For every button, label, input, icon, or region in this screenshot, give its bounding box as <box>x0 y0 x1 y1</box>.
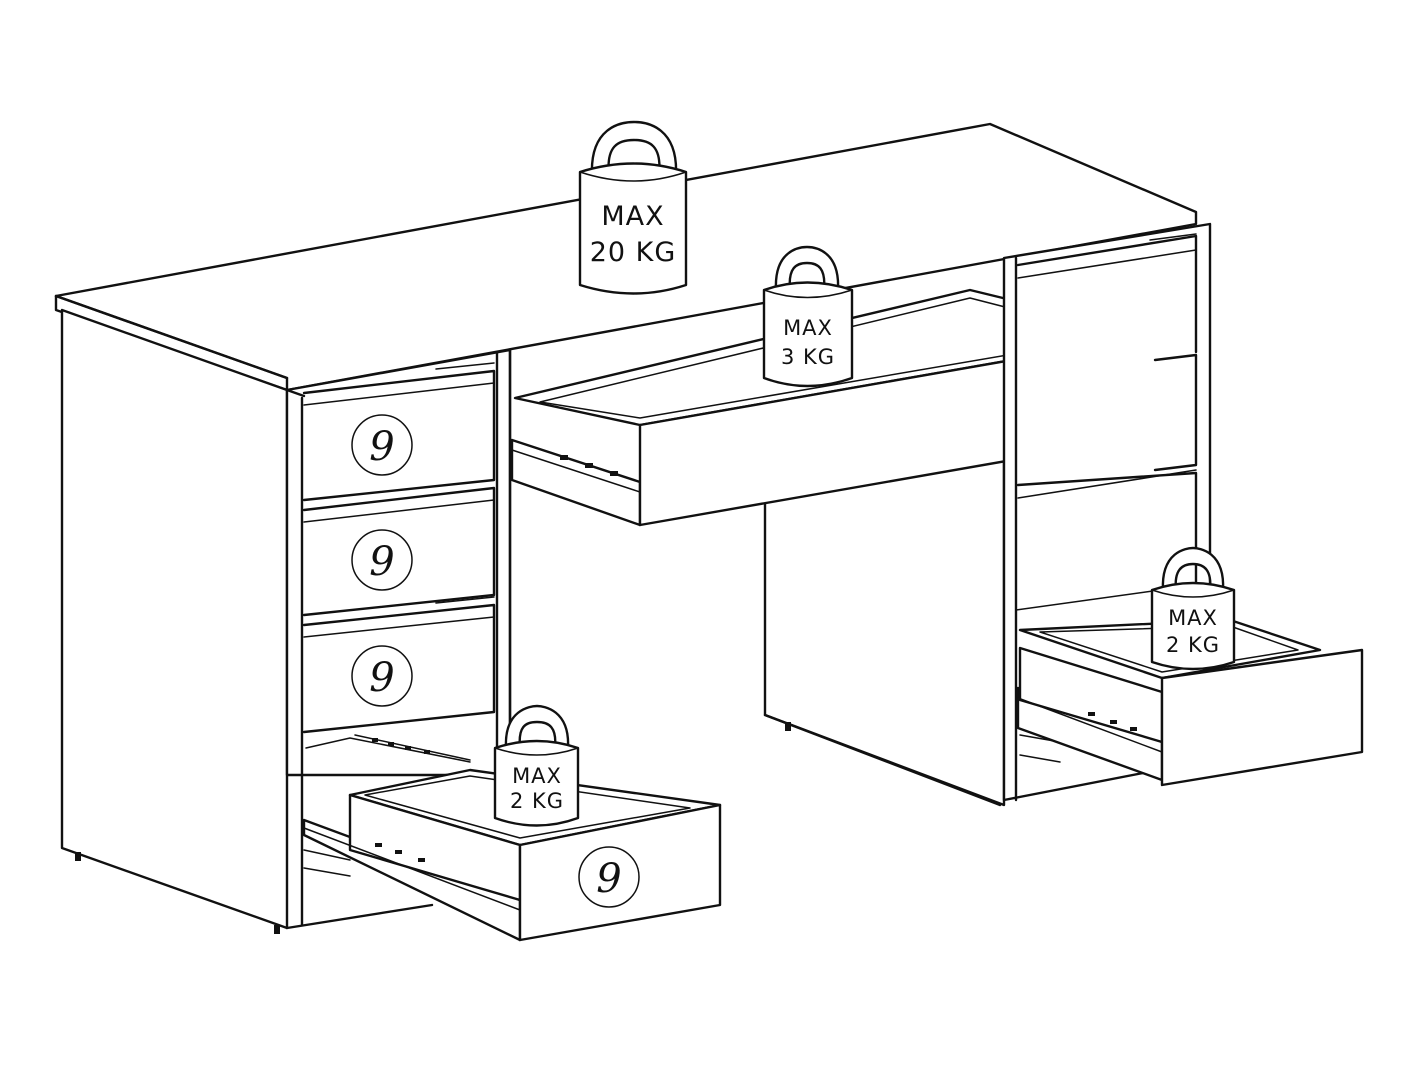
left-drawer-3: 9 <box>302 596 496 734</box>
weight-label-line2: 2 KG <box>510 789 564 813</box>
drawer-knob <box>351 414 413 476</box>
left-drawer-2: 9 <box>302 479 496 617</box>
weight-middle: MAX 3 KG <box>762 245 854 388</box>
drawer-knob <box>578 846 640 908</box>
left-pedestal <box>60 308 512 934</box>
weight-label-line2: 20 KG <box>590 237 677 268</box>
drawer-knob <box>351 529 413 591</box>
weight-label-line2: 2 KG <box>1166 633 1220 657</box>
drawer-knob <box>351 645 413 707</box>
weight-left-bottom: MAX 2 KG <box>493 704 580 827</box>
weight-label-line1: MAX <box>1168 606 1218 630</box>
drawer-glyph: 9 <box>369 424 394 470</box>
weight-label-line1: MAX <box>601 201 664 232</box>
center-panel <box>763 453 1006 807</box>
drawer-glyph: 9 <box>369 655 394 701</box>
weight-label-line1: MAX <box>512 764 562 788</box>
weight-label-line2: 3 KG <box>781 345 835 369</box>
weight-right-bottom: MAX 2 KG <box>1150 546 1236 671</box>
left-drawer-1: 9 <box>302 362 496 502</box>
drawer-glyph: 9 <box>369 539 394 585</box>
weight-top: MAX 20 KG <box>578 120 688 295</box>
weight-label-line1: MAX <box>783 316 833 340</box>
drawer-glyph: 9 <box>596 856 621 902</box>
